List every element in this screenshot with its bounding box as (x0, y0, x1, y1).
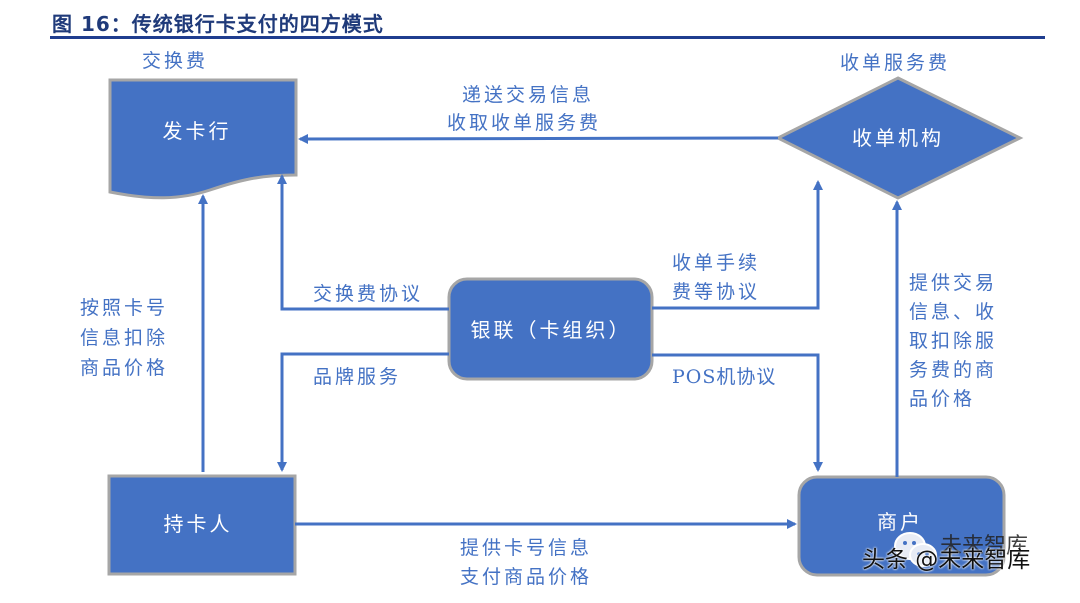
interchange-fee-label: 交换费 (142, 50, 209, 72)
acquiring-fee-agreement-line1: 收单手续 (672, 252, 761, 274)
figure-title: 图 16：传统银行卡支付的四方模式 (52, 12, 384, 36)
merchant-label: 商户 (877, 510, 923, 534)
merchant-to-acquirer-line4: 务费的商 (909, 359, 998, 381)
acquirer-to-issuer-line2: 收取收单服务费 (447, 112, 602, 134)
merchant-to-acquirer-line3: 取扣除服 (909, 330, 998, 352)
acquirer-label: 收单机构 (852, 126, 944, 150)
cardholder-label: 持卡人 (164, 512, 233, 536)
acquirer-to-issuer-line1: 递送交易信息 (462, 84, 595, 106)
acquiring-service-fee-label: 收单服务费 (840, 52, 951, 74)
node-unionpay: 银联（卡组织） (447, 277, 654, 381)
arrow-unionpay-to-acquirer (652, 180, 823, 310)
arrow-unionpay-to-issuer (277, 174, 449, 311)
merchant-to-acquirer-line1: 提供交易 (909, 272, 998, 294)
node-issuer: 发卡行 (108, 78, 298, 200)
cardholder-to-merchant-line2: 支付商品价格 (460, 566, 593, 588)
arrow-acquirer-to-issuer (298, 133, 779, 144)
title-rule (50, 36, 1045, 39)
watermark-secondary: 未来智库 (940, 534, 1029, 559)
cardholder-to-merchant-line1: 提供卡号信息 (460, 537, 593, 559)
brand-service-label: 品牌服务 (313, 366, 402, 388)
watermark-main: 头条 @未来智库 (862, 547, 1031, 573)
arrow-unionpay-to-merchant (652, 353, 823, 472)
issuer-deduct-line1: 按照卡号 (80, 297, 169, 319)
node-cardholder: 持卡人 (107, 474, 297, 576)
issuer-label: 发卡行 (163, 119, 232, 143)
merchant-to-acquirer-line2: 信息、收 (909, 301, 998, 323)
issuer-deduct-line3: 商品价格 (80, 357, 169, 379)
issuer-deduct-line2: 信息扣除 (80, 327, 169, 349)
arrow-unionpay-to-cardholder (277, 352, 449, 472)
pos-agreement-label: POS机协议 (672, 366, 777, 388)
merchant-to-acquirer-line5: 品价格 (909, 388, 976, 410)
interchange-agreement-label: 交换费协议 (313, 283, 424, 305)
wechat-icon (894, 532, 937, 567)
node-acquirer: 收单机构 (774, 76, 1024, 200)
unionpay-label: 银联（卡组织） (471, 318, 632, 342)
node-merchant: 商户 (797, 475, 1006, 577)
acquiring-fee-agreement-line2: 费等协议 (672, 281, 761, 303)
